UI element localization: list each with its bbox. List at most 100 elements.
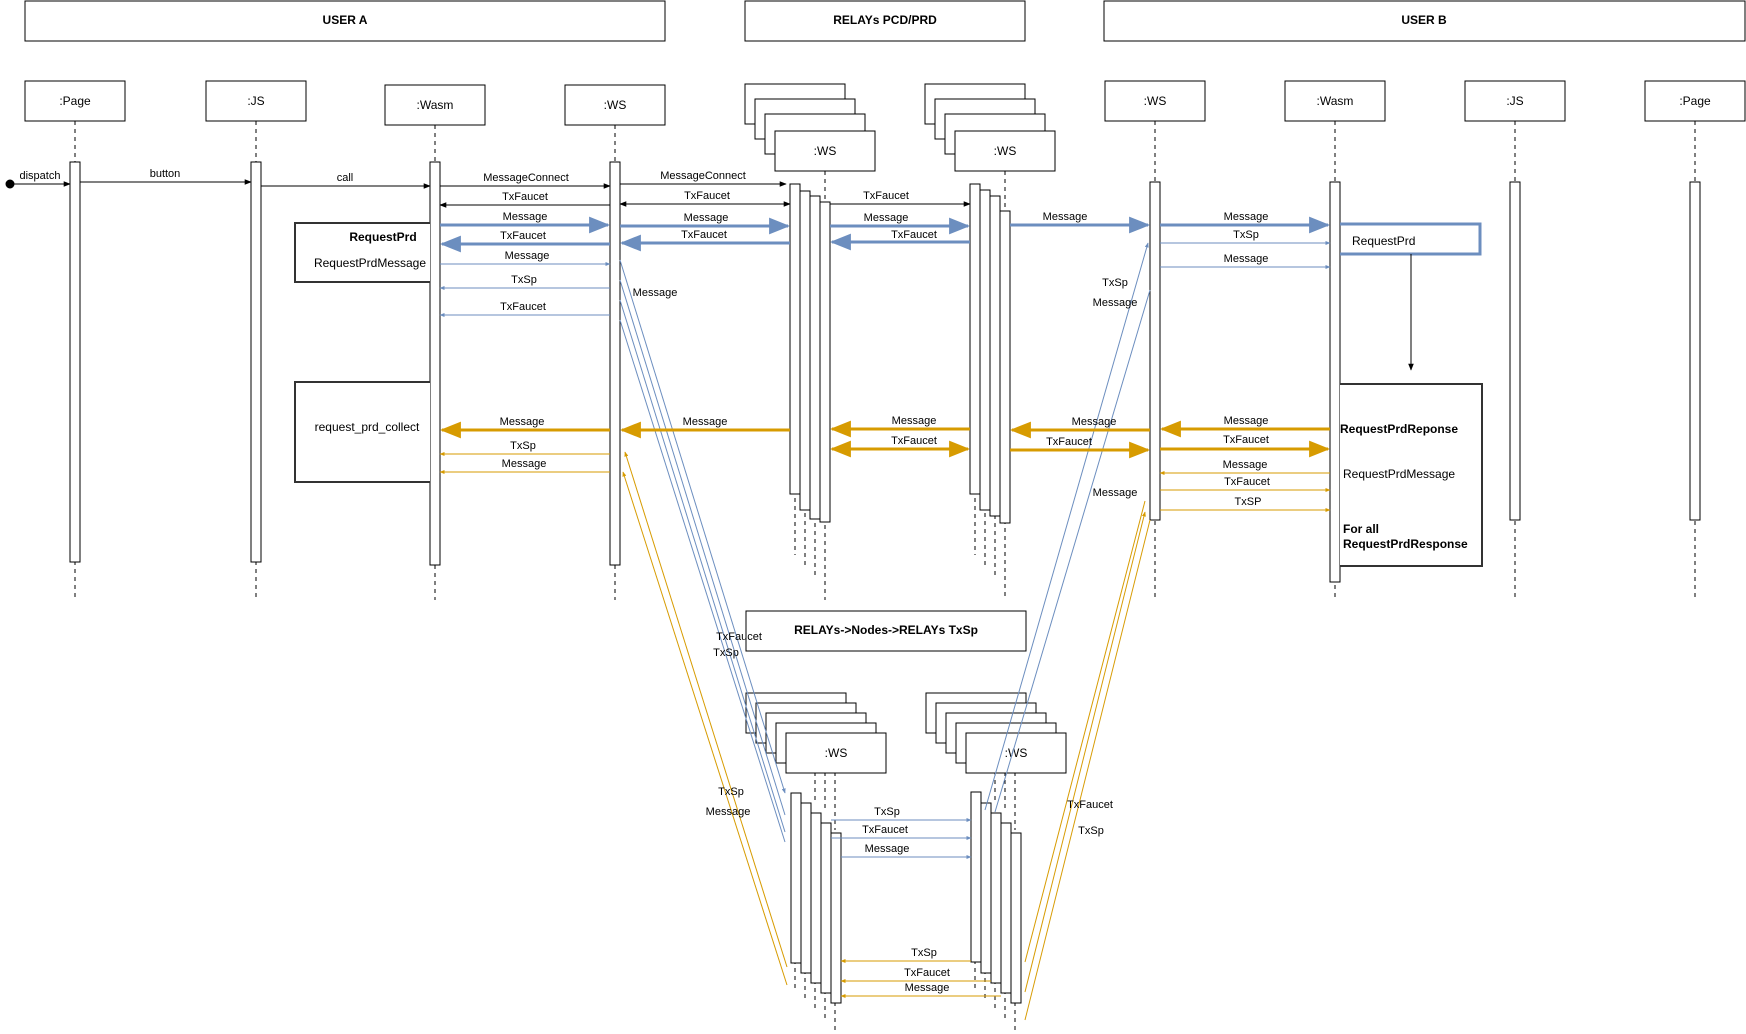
a-page-label: :Page: [59, 94, 91, 108]
lbl-orange-message-4: Message: [892, 415, 937, 427]
a-js-activation: [250, 161, 262, 563]
msg-orange-diag-2: [622, 471, 788, 986]
lbl-orange-txfaucet-nodes: TxFaucet: [904, 967, 950, 979]
msg-blue-diag-2: [619, 279, 786, 816]
lbl-blue-txfaucet-1: TxFaucet: [500, 230, 546, 242]
a-js-box: [205, 80, 307, 122]
lbl-blue-txsp-2: TxSp: [1233, 229, 1259, 241]
lbl-message-connect-b: MessageConnect: [660, 170, 746, 182]
node-l-act-2: [800, 802, 812, 974]
note-request-prd-a-title: RequestPrd: [349, 230, 416, 244]
lbl-tx-faucet-c: TxFaucet: [863, 190, 909, 202]
lbl-tx-faucet-a: TxFaucet: [502, 191, 548, 203]
node-l-act-1: [790, 792, 802, 964]
relay-stack-right: :WS: [924, 83, 1056, 600]
group-relays-label: RELAYs PCD/PRD: [833, 13, 937, 27]
note-request-prd-collect: [294, 381, 430, 483]
b-page-label: :Page: [1679, 94, 1711, 108]
note-request-prd-collect-label: request_prd_collect: [315, 420, 420, 434]
msg-orange-diag-4: [1024, 511, 1146, 993]
lbl-orange-diag-txsp-b: TxSp: [1078, 825, 1104, 837]
note-request-prd-b-label: RequestPrd: [1352, 234, 1415, 248]
lbl-blue-message-nodes: Message: [865, 843, 910, 855]
b-js-activation: [1509, 181, 1521, 521]
a-page-box: [24, 80, 126, 122]
lbl-orange-txfaucet-3: TxFaucet: [1223, 434, 1269, 446]
a-ws-activation: [609, 161, 621, 566]
relay-l-label: :WS: [814, 144, 837, 158]
a-ws-box: [564, 84, 666, 126]
node-l-act-5: [830, 832, 842, 1004]
lbl-orange-diag-txsp: TxSp: [718, 786, 744, 798]
lbl-blue-message-7: Message: [1224, 253, 1269, 265]
group-relays-nodes-label: RELAYs->Nodes->RELAYs TxSp: [794, 623, 978, 637]
lbl-orange-diag-message: Message: [1093, 487, 1138, 499]
lbl-message-connect-a: MessageConnect: [483, 172, 569, 184]
b-wasm-label: :Wasm: [1317, 94, 1354, 108]
relay-r-act-1: [969, 183, 981, 495]
group-user-b-box: [1103, 0, 1746, 42]
lbl-orange-diag-message-b: Message: [706, 806, 751, 818]
note-for-all-line2: RequestPrdResponse: [1343, 537, 1468, 551]
relay-r-act-2: [979, 189, 991, 511]
relay-stack-left: :WS: [744, 83, 876, 600]
lbl-orange-txfaucet-1: TxFaucet: [891, 435, 937, 447]
lbl-blue-diag-message: Message: [633, 287, 678, 299]
lbl-orange-txsp-1: TxSp: [510, 440, 536, 452]
lbl-orange-txsp-2: TxSP: [1235, 496, 1262, 508]
b-wasm-activation: [1329, 181, 1341, 583]
note-for-all-line1: For all: [1343, 522, 1379, 536]
a-page-activation: [69, 161, 81, 563]
b-ws-activation: [1149, 181, 1161, 521]
relay-l-act-3: [809, 195, 821, 520]
relay-r-label: :WS: [994, 144, 1017, 158]
group-relays-box: [744, 0, 1026, 42]
lbl-orange-message-3: Message: [683, 416, 728, 428]
lbl-blue-message-4: Message: [864, 212, 909, 224]
b-wasm-box: [1284, 80, 1386, 122]
note-response-message: RequestPrdMessage: [1343, 467, 1455, 481]
msg-orange-diag-3: [1024, 500, 1146, 963]
node-l-act-4: [820, 822, 832, 994]
lbl-orange-txsp-nodes: TxSp: [911, 947, 937, 959]
lbl-button: button: [150, 168, 181, 180]
msg-blue-diag-5: [984, 242, 1149, 811]
lbl-orange-diag-txfaucet: TxFaucet: [1067, 799, 1113, 811]
node-stack-left: :WS: [745, 692, 887, 1034]
lbl-diag-txfaucet: TxFaucet: [716, 631, 762, 643]
b-ws-box: [1104, 80, 1206, 122]
a-wasm-box: [384, 84, 486, 126]
lbl-orange-message-6: Message: [1224, 415, 1269, 427]
a-wasm-activation: [429, 161, 441, 566]
node-r-act-1: [970, 791, 982, 963]
relay-l-box-4: [774, 130, 876, 172]
group-user-a-label: USER A: [323, 13, 368, 27]
relay-l-act-2: [799, 190, 811, 511]
group-user-a-box: [24, 0, 666, 42]
a-ws-label: :WS: [604, 98, 627, 112]
lbl-blue-txfaucet-3: TxFaucet: [681, 229, 727, 241]
msg-blue-diag-1: [619, 259, 786, 794]
node-l-act-3: [810, 812, 822, 984]
node-r-act-3: [990, 812, 1002, 984]
b-page-box: [1644, 80, 1746, 122]
node-l-label: :WS: [825, 746, 848, 760]
lbl-blue-txfaucet-nodes: TxFaucet: [862, 824, 908, 836]
lbl-blue-message-2: Message: [505, 250, 550, 262]
lbl-blue-message-3: Message: [684, 212, 729, 224]
relay-l-act-4: [819, 201, 831, 523]
lbl-dispatch: dispatch: [20, 170, 61, 182]
a-js-label: :JS: [247, 94, 264, 108]
note-request-prd-a-message: RequestPrdMessage: [314, 256, 426, 270]
b-page-activation: [1689, 181, 1701, 521]
relay-l-act-1: [789, 183, 801, 495]
group-relays-nodes-box: [745, 610, 1027, 652]
node-r-label: :WS: [1005, 746, 1028, 760]
lbl-blue-message-6: Message: [1224, 211, 1269, 223]
lbl-diag-txsp: TxSp: [713, 647, 739, 659]
lbl-blue-txfaucet-2: TxFaucet: [500, 301, 546, 313]
a-wasm-label: :Wasm: [417, 98, 454, 112]
lbl-call: call: [337, 172, 354, 184]
note-response-title: RequestPrdReponse: [1340, 422, 1458, 436]
